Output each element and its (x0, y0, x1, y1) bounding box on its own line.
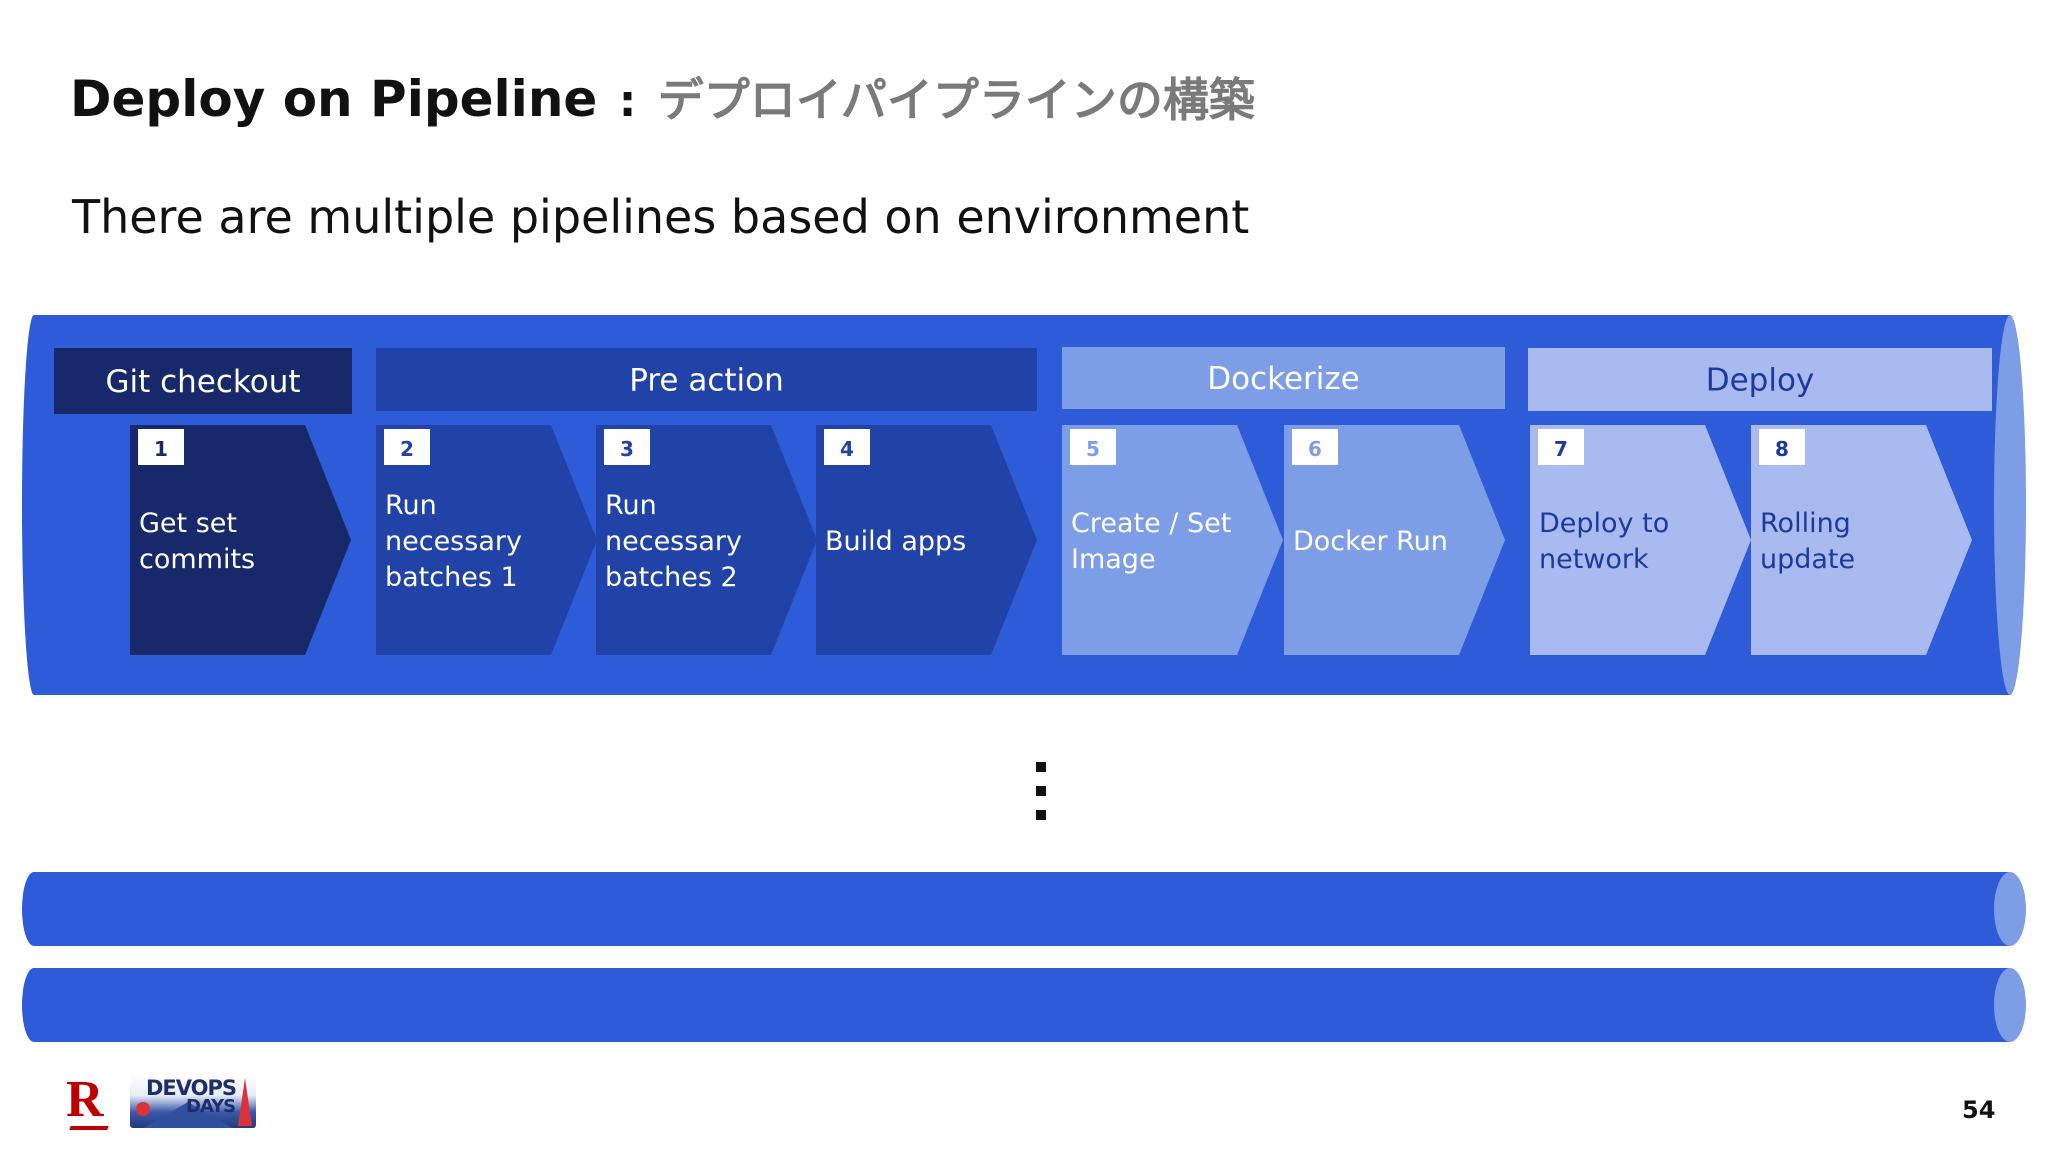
ellipsis-dot (1036, 762, 1046, 772)
pipeline-3-end-cap (1994, 968, 2026, 1042)
step-label-line: batches 1 (385, 562, 518, 593)
step-number: 3 (620, 437, 634, 461)
step-number: 5 (1086, 437, 1100, 461)
ellipsis-dot (1036, 810, 1046, 820)
devopsdays-logo: DEVOPS DAYS (130, 1074, 256, 1128)
step-label-line: Run (385, 490, 437, 521)
step-label-line: necessary (385, 526, 522, 557)
step-number-badge (1759, 429, 1805, 465)
step-label-line: Get set (139, 508, 237, 539)
step-label-line: Image (1071, 544, 1156, 575)
step-label-line: Deploy to (1539, 508, 1669, 539)
rakuten-logo: R (66, 1071, 104, 1128)
step-chevron (1530, 425, 1751, 655)
stage-header-box (1062, 347, 1505, 409)
title-separator: : (618, 76, 637, 127)
step-label-line: Build apps (825, 526, 966, 557)
ellipsis-vertical (1036, 762, 1046, 822)
stage-header-box (376, 348, 1037, 411)
step-label-line: Run (605, 490, 657, 521)
step-number-badge (1070, 429, 1116, 465)
step-label-line: Create / Set (1071, 508, 1231, 539)
step-number: 8 (1775, 437, 1789, 461)
ellipsis-dot (1036, 786, 1046, 796)
stage-headers: Git checkout Pre action Dockerize Deploy (54, 347, 1992, 414)
title-main: Deploy on Pipeline (70, 70, 598, 128)
stage-header-label: Git checkout (105, 364, 300, 400)
step-chevron (1751, 425, 1972, 655)
stage-header-label: Pre action (629, 363, 784, 399)
step-label-line: update (1760, 544, 1855, 575)
step-label-line: necessary (605, 526, 742, 557)
step-number-badge (384, 429, 430, 465)
step-number-badge (824, 429, 870, 465)
step-number-badge (138, 429, 184, 465)
step-label-line: Docker Run (1293, 526, 1448, 557)
step-label-line: commits (139, 544, 255, 575)
main-pipe-end-cap (1994, 315, 2026, 695)
step-chevron (816, 425, 1037, 655)
step-chevron (130, 425, 351, 655)
pipeline-2-end-cap (1994, 872, 2026, 946)
step-number-badge (1292, 429, 1338, 465)
step-chevron (596, 425, 817, 655)
tower-icon (238, 1078, 252, 1126)
fuji-icon (144, 1102, 232, 1128)
pipeline-3-body (34, 968, 2010, 1042)
step-label-line: Rolling (1760, 508, 1851, 539)
additional-pipelines (22, 872, 2026, 1042)
step-chevron (1062, 425, 1283, 655)
pipeline-2-body (34, 872, 2010, 946)
step-label-line: network (1539, 544, 1649, 575)
page-number: 54 (1962, 1096, 1996, 1124)
slide-title: Deploy on Pipeline : デプロイパイプラインの構築 (70, 64, 1255, 130)
step-number: 4 (840, 437, 854, 461)
days-logo-text: DAYS (186, 1096, 236, 1117)
step-chevron (376, 425, 597, 655)
stage-header-label: Dockerize (1207, 361, 1360, 397)
stage-header-box (54, 348, 352, 414)
title-japanese: デプロイパイプラインの構築 (657, 73, 1255, 127)
stage-header-box (1528, 348, 1992, 411)
step-label-line: batches 2 (605, 562, 738, 593)
stage-header-label: Deploy (1706, 363, 1815, 399)
step-number: 2 (400, 437, 414, 461)
step-number-badge (604, 429, 650, 465)
devops-logo-text: DEVOPS (146, 1076, 237, 1100)
step-number: 6 (1308, 437, 1322, 461)
step-chevron (1284, 425, 1505, 655)
sun-icon (136, 1102, 150, 1116)
step-number-badge (1538, 429, 1584, 465)
step-number: 1 (154, 437, 168, 461)
step-number: 7 (1554, 437, 1568, 461)
slide-subtitle: There are multiple pipelines based on en… (72, 190, 1250, 244)
